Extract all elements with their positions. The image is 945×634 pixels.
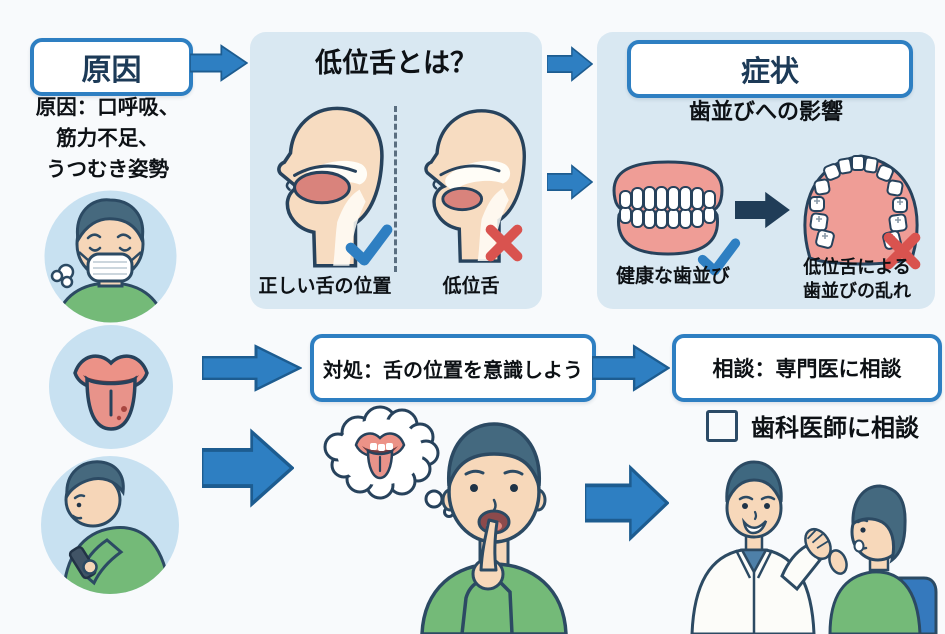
low-tongue-label: 低位舌 [442,275,500,297]
definition-title: 低位舌とは？ [315,48,477,79]
action-label: 対処：舌の位置を意識しよう [323,357,583,382]
correct-tongue-head-illustration [277,106,384,268]
arrow-right-icon [202,344,302,392]
breath-puff-icon [50,263,75,289]
symptoms-panel: 症状 歯並びへの影響 [597,32,935,309]
healthy-teeth-label: 健康な歯並び [615,265,730,287]
symptoms-title: 症状 [740,54,799,88]
checkmark-icon [697,238,741,276]
cross-icon [485,224,523,262]
consult-checklist-item: 歯科医師に相談 [706,408,919,443]
checkmark-icon [345,224,393,266]
consult-box: 相談：専門医に相談 [672,334,942,402]
healthy-teeth-illustration [612,160,724,256]
arrow-right-icon [547,164,593,200]
action-box: 対処：舌の位置を意識しよう [310,334,596,402]
cause-description: 原因：口呼吸、 筋力不足、 うつむき姿勢 [35,95,180,181]
cross-icon [883,232,921,270]
panel-divider [394,106,397,272]
cause-title-box: 原因 [30,38,193,96]
thought-bubble-tongue-illustration [323,405,455,518]
doctor-consultation-illustration [690,460,938,634]
mouth-breathing-person-illustration [44,190,177,323]
arrow-right-icon [547,46,593,82]
cause-title: 原因 [81,53,142,88]
tongue-illustration [49,325,173,449]
symptoms-subtitle: 歯並びへの影響 [688,100,843,125]
symptoms-title-box: 症状 [627,40,913,98]
arrow-right-icon [190,44,248,82]
misaligned-teeth-label: 低位舌による 歯並びの乱れ [803,257,911,303]
arrow-right-icon [202,429,294,507]
low-tongue-head-illustration [424,109,526,263]
checklist-text: 歯科医師に相談 [751,414,919,442]
definition-panel: 低位舌とは？ 正しい舌の位置 低位舌 [250,32,542,309]
tongue-awareness-person-illustration [420,422,568,634]
phone-posture-person-illustration [41,456,179,594]
checkbox-icon [706,409,738,442]
correct-tongue-label: 正しい舌の位置 [258,275,392,297]
consult-label: 相談：専門医に相談 [712,357,902,381]
arrow-right-icon [585,465,669,541]
arrow-right-icon [592,345,670,391]
arrow-right-dark-icon [735,191,790,229]
